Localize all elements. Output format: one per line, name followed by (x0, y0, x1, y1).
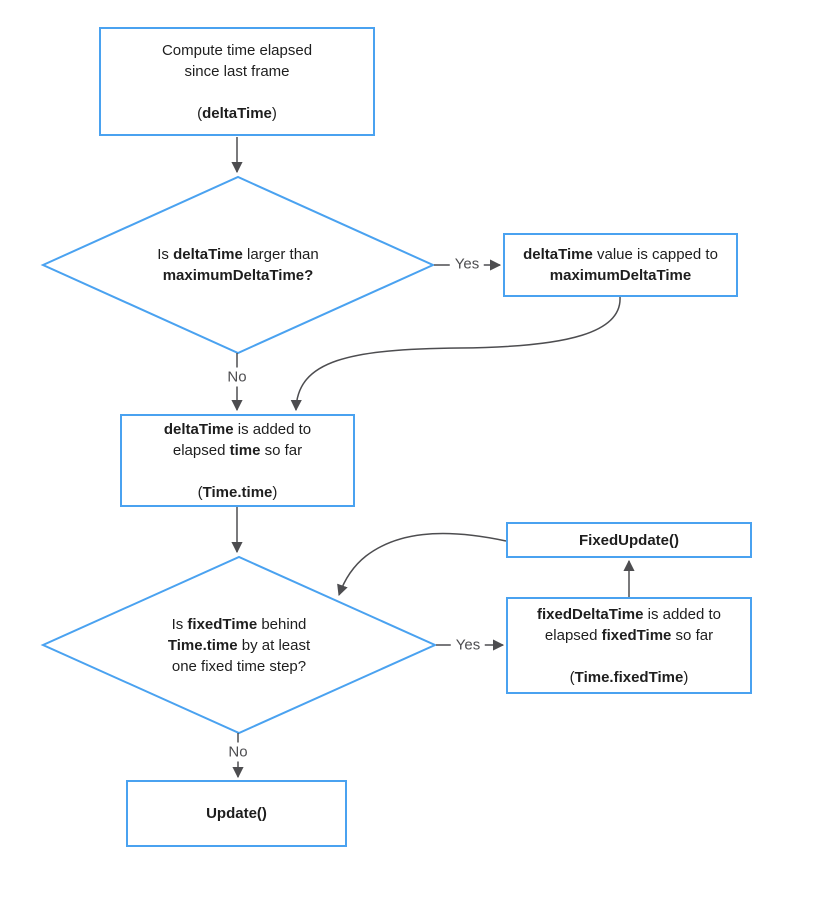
connector-cap-to-add-curve (290, 296, 621, 412)
decision1-diamond (40, 175, 436, 355)
edge-label-yes-decision2: Yes (450, 635, 486, 655)
node-update: Update() (126, 780, 347, 847)
edge-label-no-decision1: No (222, 367, 252, 387)
connector-fixedupdate-to-decision2-curve (337, 532, 507, 597)
node-fixed-update-text: FixedUpdate() (578, 531, 679, 549)
edge-label-yes-decision1: Yes (449, 254, 485, 274)
node-fixed-update: FixedUpdate() (506, 522, 752, 558)
edge-label-no-decision2: No (223, 742, 253, 762)
node-update-text: Update() (206, 805, 267, 822)
decision2-diamond (40, 555, 438, 735)
